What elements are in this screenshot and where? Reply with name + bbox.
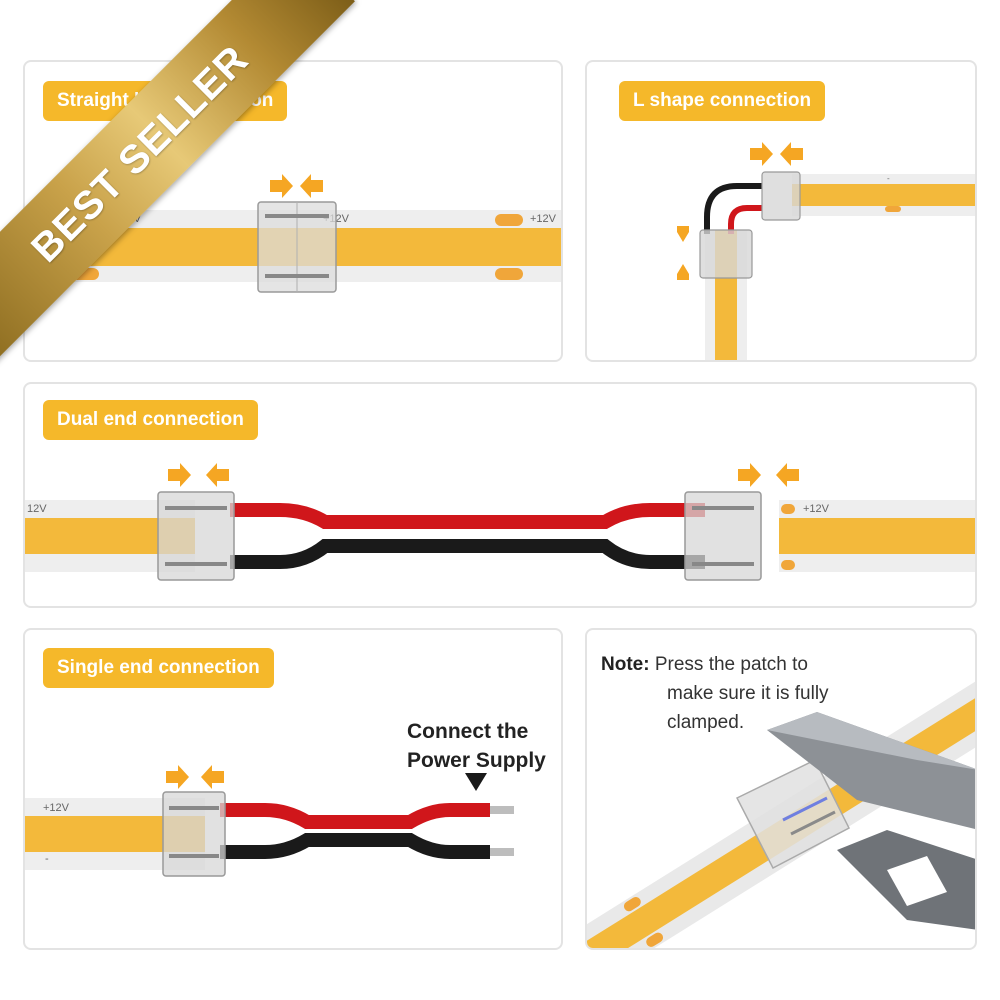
arrow-left-icon	[206, 463, 229, 487]
bare-wire-tip	[490, 806, 514, 814]
red-wire	[220, 803, 490, 829]
strip-voltage-label: +12V	[115, 213, 142, 225]
connector-pin	[265, 274, 329, 278]
dual-end-connection-panel: Dual end connection 12V +12V	[23, 382, 977, 608]
arrow-left-icon	[780, 142, 803, 166]
black-wire	[704, 183, 762, 234]
single-end-connection-label: Single end connection	[43, 648, 274, 688]
connector-pin	[692, 506, 754, 510]
l-shape-connection-label: L shape connection	[619, 81, 826, 121]
pliers-upper-jaw	[767, 712, 975, 830]
note-panel: Note: Press the patch to make sure it is…	[585, 628, 977, 950]
clip-connector-right	[684, 491, 762, 581]
down-triangle-icon	[465, 773, 487, 791]
arrow-right-icon	[270, 174, 293, 198]
power-supply-line2: Power Supply	[407, 749, 546, 772]
arrow-right-icon	[750, 142, 773, 166]
straight-connection-panel: Straight line connection +12V +12V +12V	[23, 60, 563, 362]
press-arrows	[270, 174, 323, 198]
connector-pin	[782, 796, 828, 822]
strip-voltage-label: 12V	[27, 503, 47, 515]
strip-pad	[495, 268, 523, 280]
note-text: Note: Press the patch to	[601, 650, 808, 679]
single-end-connection-illustration: +12V -	[25, 765, 514, 877]
l-shape-connection-panel: L shape connection -	[585, 60, 977, 362]
pliers-highlight	[767, 712, 975, 770]
strip-pad	[71, 268, 99, 280]
pliers-opening	[887, 856, 947, 906]
black-wire	[230, 539, 705, 569]
note-line3: clamped.	[667, 712, 745, 733]
note-label: Note:	[601, 654, 650, 675]
strip-pad	[781, 504, 795, 514]
note-line1: Press the patch to	[654, 654, 808, 675]
press-arrows	[677, 142, 803, 280]
strip-pad	[623, 896, 641, 912]
arrow-right-icon	[166, 765, 189, 789]
power-supply-line1: Connect the	[407, 720, 529, 743]
clip-connector	[162, 791, 226, 877]
arrow-right-icon	[738, 463, 761, 487]
arrow-right-icon	[168, 463, 191, 487]
strip-pad	[495, 214, 523, 226]
connector-pin	[790, 810, 836, 836]
note-continuation: make sure it is fully clamped.	[667, 679, 829, 737]
strip-voltage-label: +12V	[530, 213, 557, 225]
strip-pad	[646, 932, 664, 947]
connector-pin	[165, 506, 227, 510]
arrow-left-icon	[776, 463, 799, 487]
black-wire	[220, 833, 490, 859]
connector-pin	[169, 854, 219, 858]
strip-pad	[885, 206, 901, 212]
dual-end-connection-illustration: 12V +12V	[25, 463, 975, 581]
press-arrows	[166, 765, 224, 789]
strip-minus-label: -	[887, 174, 890, 183]
strip-pad	[781, 560, 795, 570]
strip-voltage-label: +12V	[43, 802, 70, 814]
straight-connection-label: Straight line connection	[43, 81, 288, 121]
note-line2: make sure it is fully	[667, 683, 829, 704]
l-shape-connection-illustration: -	[677, 142, 975, 360]
strip-minus-label: -	[45, 853, 49, 865]
clip-connector-left	[157, 491, 235, 581]
clamping-illustration	[587, 669, 975, 948]
bare-wire-tip	[490, 848, 514, 856]
dual-end-connection-label: Dual end connection	[43, 400, 258, 440]
press-arrows	[168, 463, 799, 487]
arrow-down-icon	[677, 226, 689, 242]
single-end-connection-panel: Single end connection Connect the Power …	[23, 628, 563, 950]
strip-led-line	[779, 518, 975, 554]
connector-pin	[169, 806, 219, 810]
clip-connector-horizontal	[761, 171, 801, 221]
clip-connector-vertical	[699, 229, 753, 279]
strip-led-line	[792, 184, 975, 206]
red-wire	[728, 205, 762, 234]
connector-pin	[692, 562, 754, 566]
connector-pin	[265, 214, 329, 218]
arrow-up-icon	[677, 264, 689, 280]
strip-voltage-label: +12V	[803, 503, 830, 515]
arrow-left-icon	[300, 174, 323, 198]
connector-pin	[165, 562, 227, 566]
arrow-left-icon	[201, 765, 224, 789]
power-supply-callout: Connect the Power Supply	[407, 717, 546, 775]
red-wire	[230, 503, 705, 529]
